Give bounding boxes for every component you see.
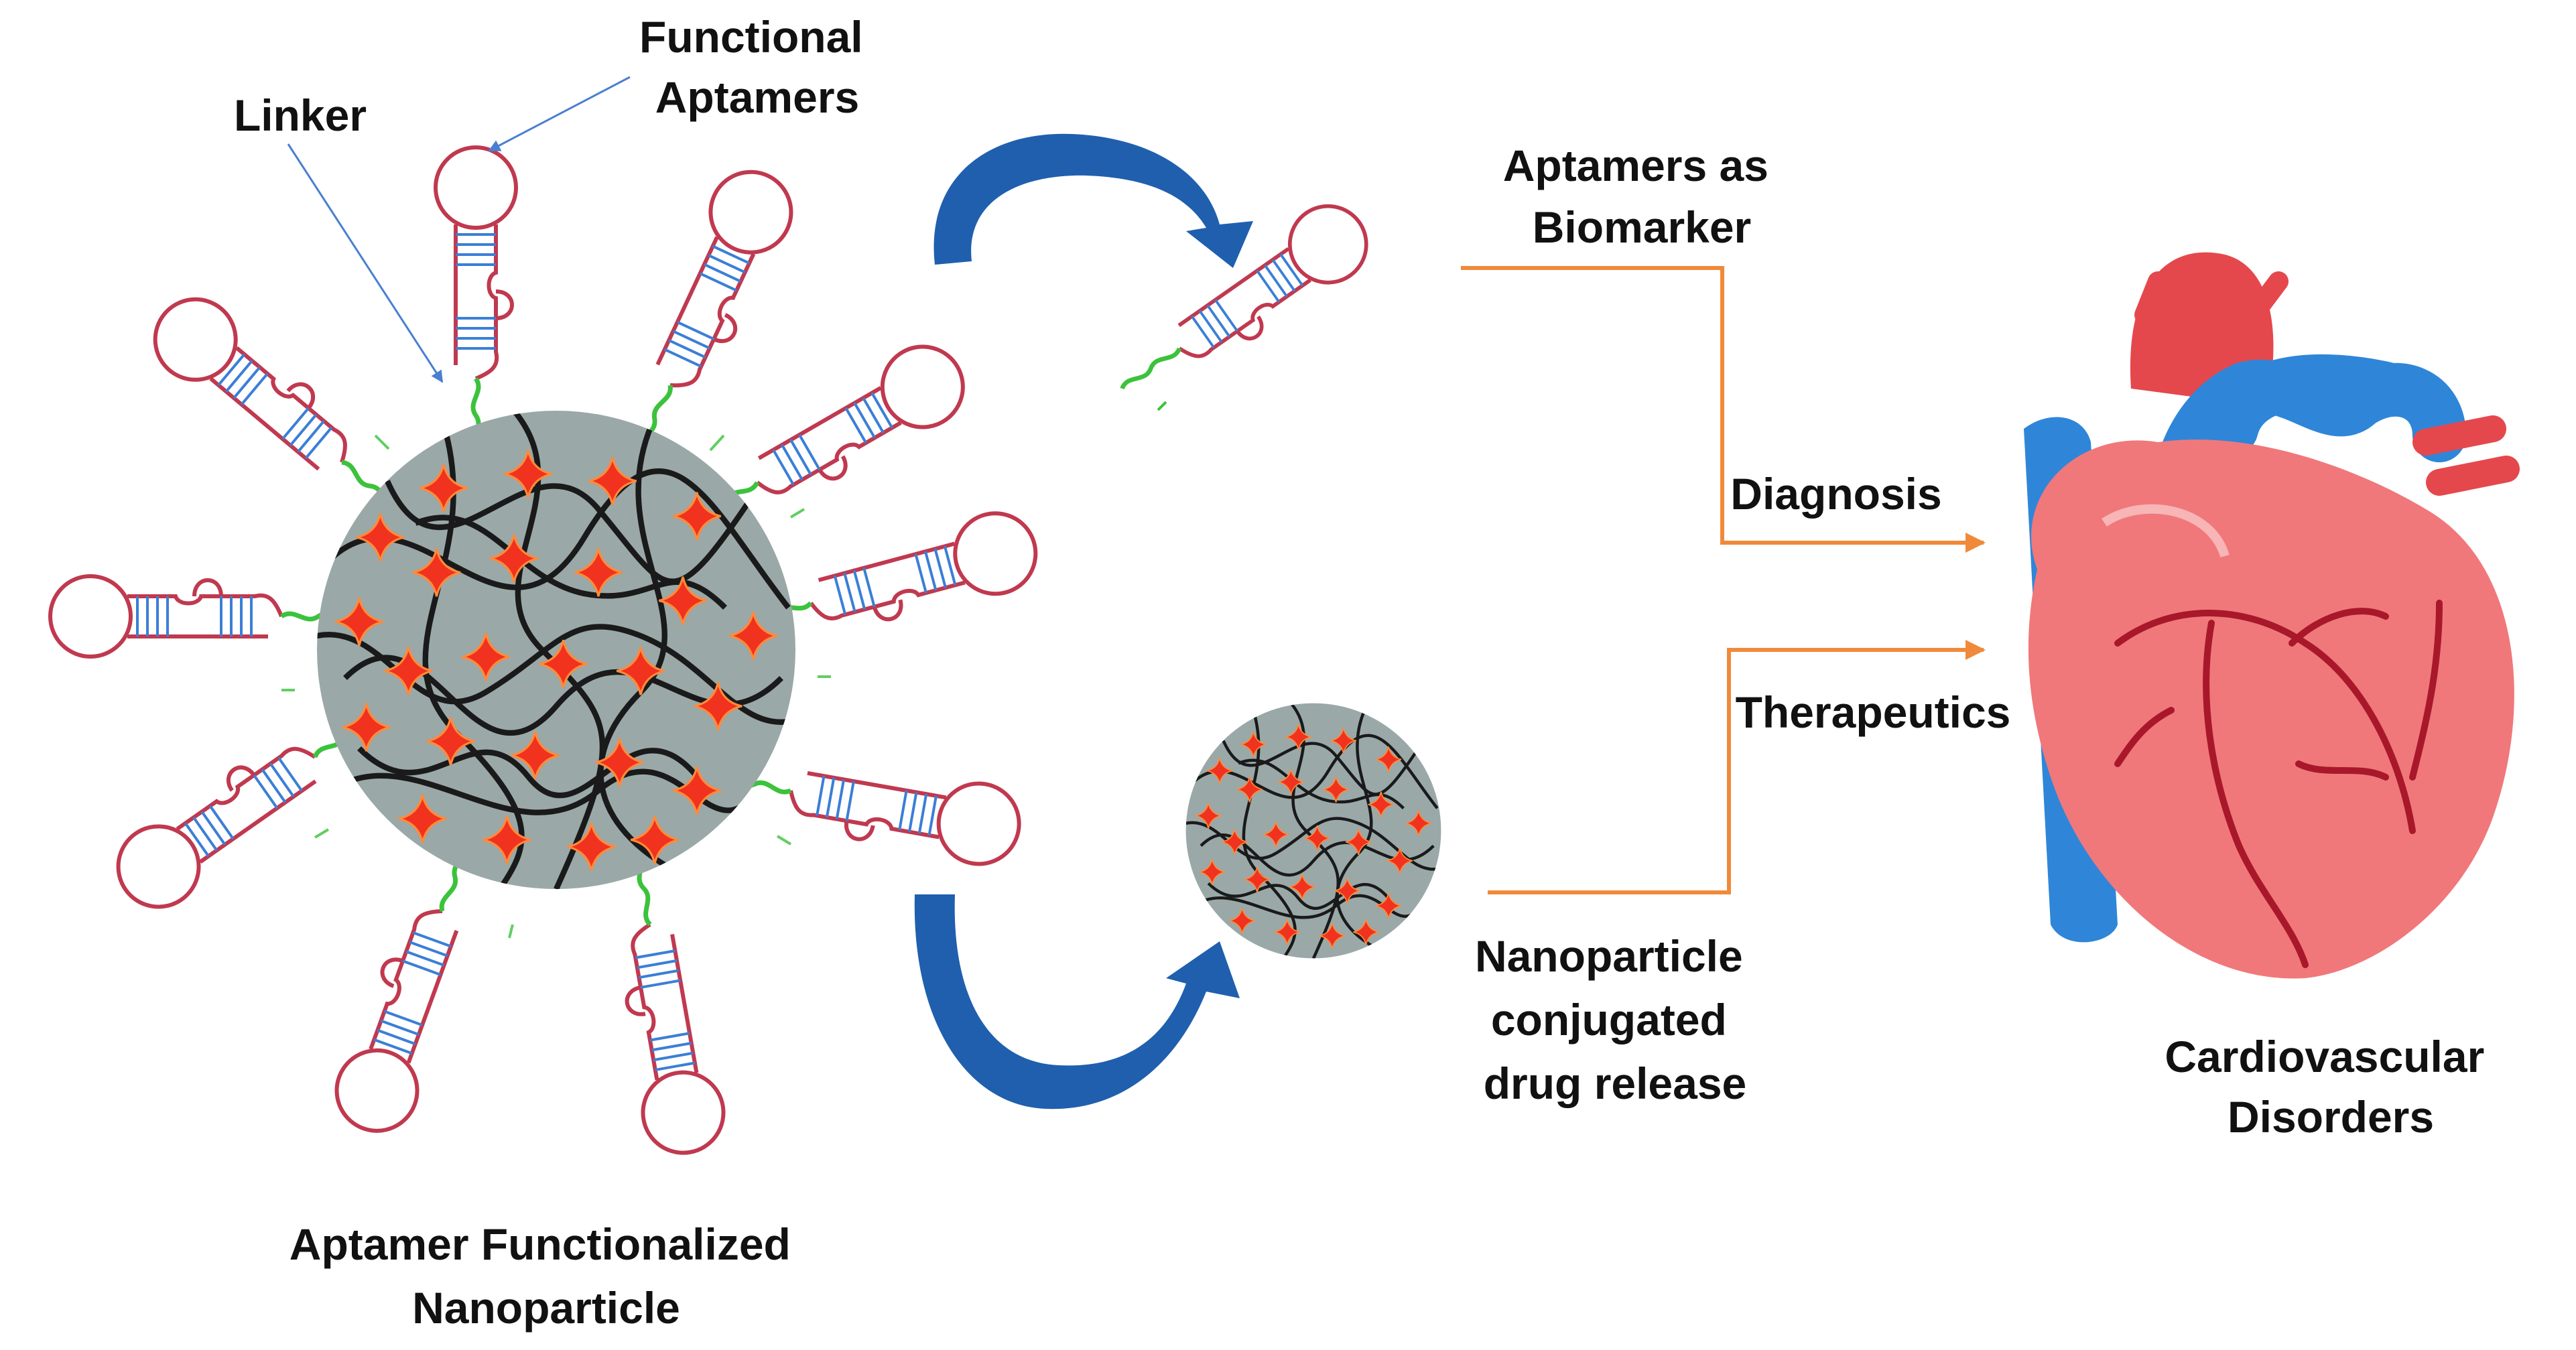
aptamer-functionalized-nanoparticle-label: Aptamer Functionalized Nanoparticle (289, 1219, 803, 1333)
aptamer-functionalized-nanoparticle (50, 147, 1045, 1159)
released-nanoparticle-icon (1186, 703, 1441, 959)
upper-curved-arrow (933, 133, 1253, 268)
functional-aptamers-pointer (488, 76, 631, 152)
heart-icon (2024, 252, 2520, 979)
linker-pointer (287, 143, 444, 383)
diagnosis-label: Diagnosis (1730, 469, 1941, 519)
therapeutics-flow-line (1488, 640, 1986, 894)
nanoparticle-release-label: Nanoparticle conjugated drug release (1475, 931, 1755, 1108)
therapeutics-label: Therapeutics (1736, 687, 2011, 737)
functional-aptamers-label: Functional Aptamers (639, 12, 875, 122)
aptamers-biomarker-label: Aptamers as Biomarker (1503, 141, 1781, 252)
diagnosis-flow-line (1461, 266, 1986, 553)
linker-label: Linker (234, 90, 367, 140)
lower-curved-arrow (914, 894, 1240, 1109)
cardiovascular-disorders-label: Cardiovascular Disorders (2165, 1032, 2496, 1142)
free-aptamer (1100, 191, 1381, 419)
nanoparticle-icon (317, 411, 795, 889)
